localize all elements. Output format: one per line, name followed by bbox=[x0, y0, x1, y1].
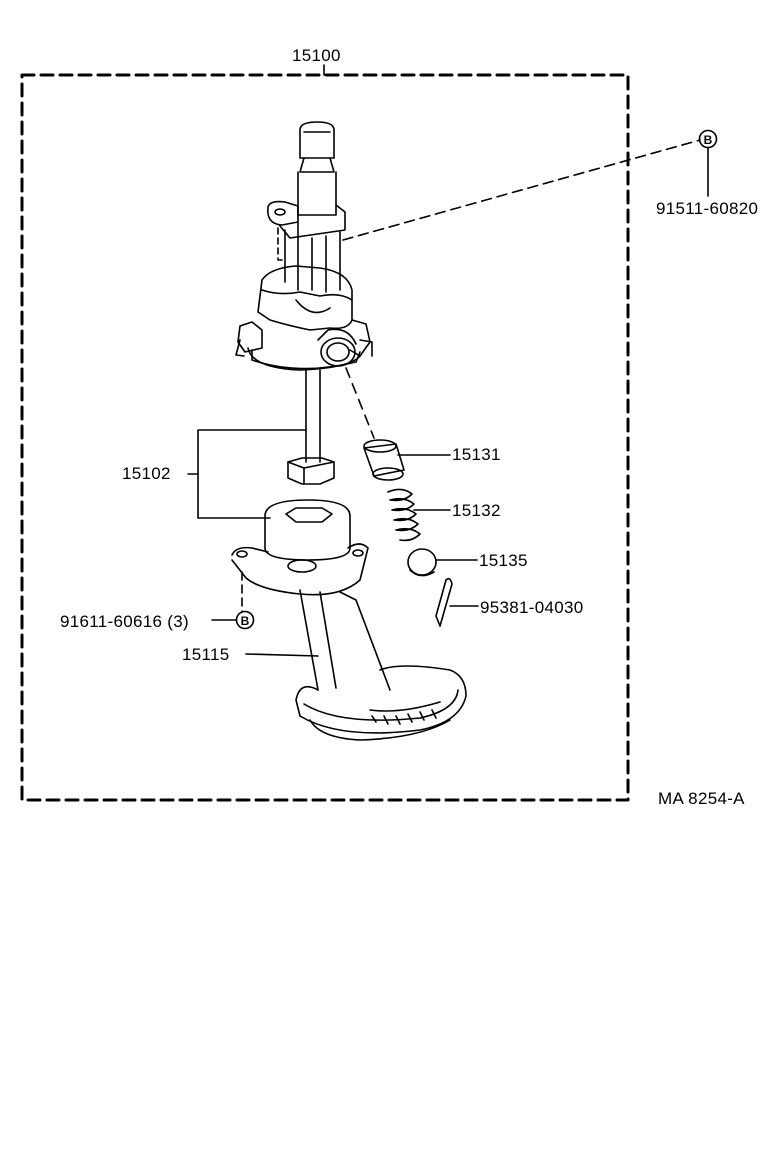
bolt-bottom-marker-letter: B bbox=[241, 614, 250, 628]
bolt-top-marker-letter: B bbox=[704, 133, 713, 147]
relief-valve-axis-dashed bbox=[345, 367, 375, 439]
shaft-part-number: 15102 bbox=[122, 464, 171, 483]
cotter-pin bbox=[435, 577, 453, 627]
strainer-part-number: 15115 bbox=[182, 645, 230, 664]
shaft-group-bracket bbox=[187, 429, 307, 519]
oil-strainer bbox=[295, 589, 467, 741]
relief-valve-part-number: 15131 bbox=[452, 445, 501, 464]
retainer-part-number: 15135 bbox=[479, 551, 528, 570]
assembly-part-number: 15100 bbox=[292, 46, 341, 65]
pump-body-lower bbox=[231, 499, 369, 596]
cotter-pin-part-number: 95381-04030 bbox=[480, 598, 584, 617]
assembly-boundary-box bbox=[20, 73, 630, 802]
bolt-top-dashed-leader bbox=[342, 139, 701, 241]
pump-body-upper bbox=[235, 121, 373, 371]
bolt-bottom-part-number: 91611-60616 (3) bbox=[60, 612, 189, 631]
figure-code: MA 8254-A bbox=[658, 789, 745, 808]
relief-valve-spring bbox=[387, 488, 421, 542]
bolt-bottom-marker-circle bbox=[235, 610, 255, 630]
bolt-top-part-number: 91511-60820 bbox=[656, 199, 759, 218]
spring-part-number: 15132 bbox=[452, 501, 501, 520]
pump-shaft bbox=[287, 369, 335, 485]
spring-retainer bbox=[407, 548, 437, 577]
relief-valve-piston bbox=[363, 439, 405, 481]
bolt-top-marker-circle bbox=[698, 129, 718, 149]
strainer-leader bbox=[245, 653, 319, 657]
